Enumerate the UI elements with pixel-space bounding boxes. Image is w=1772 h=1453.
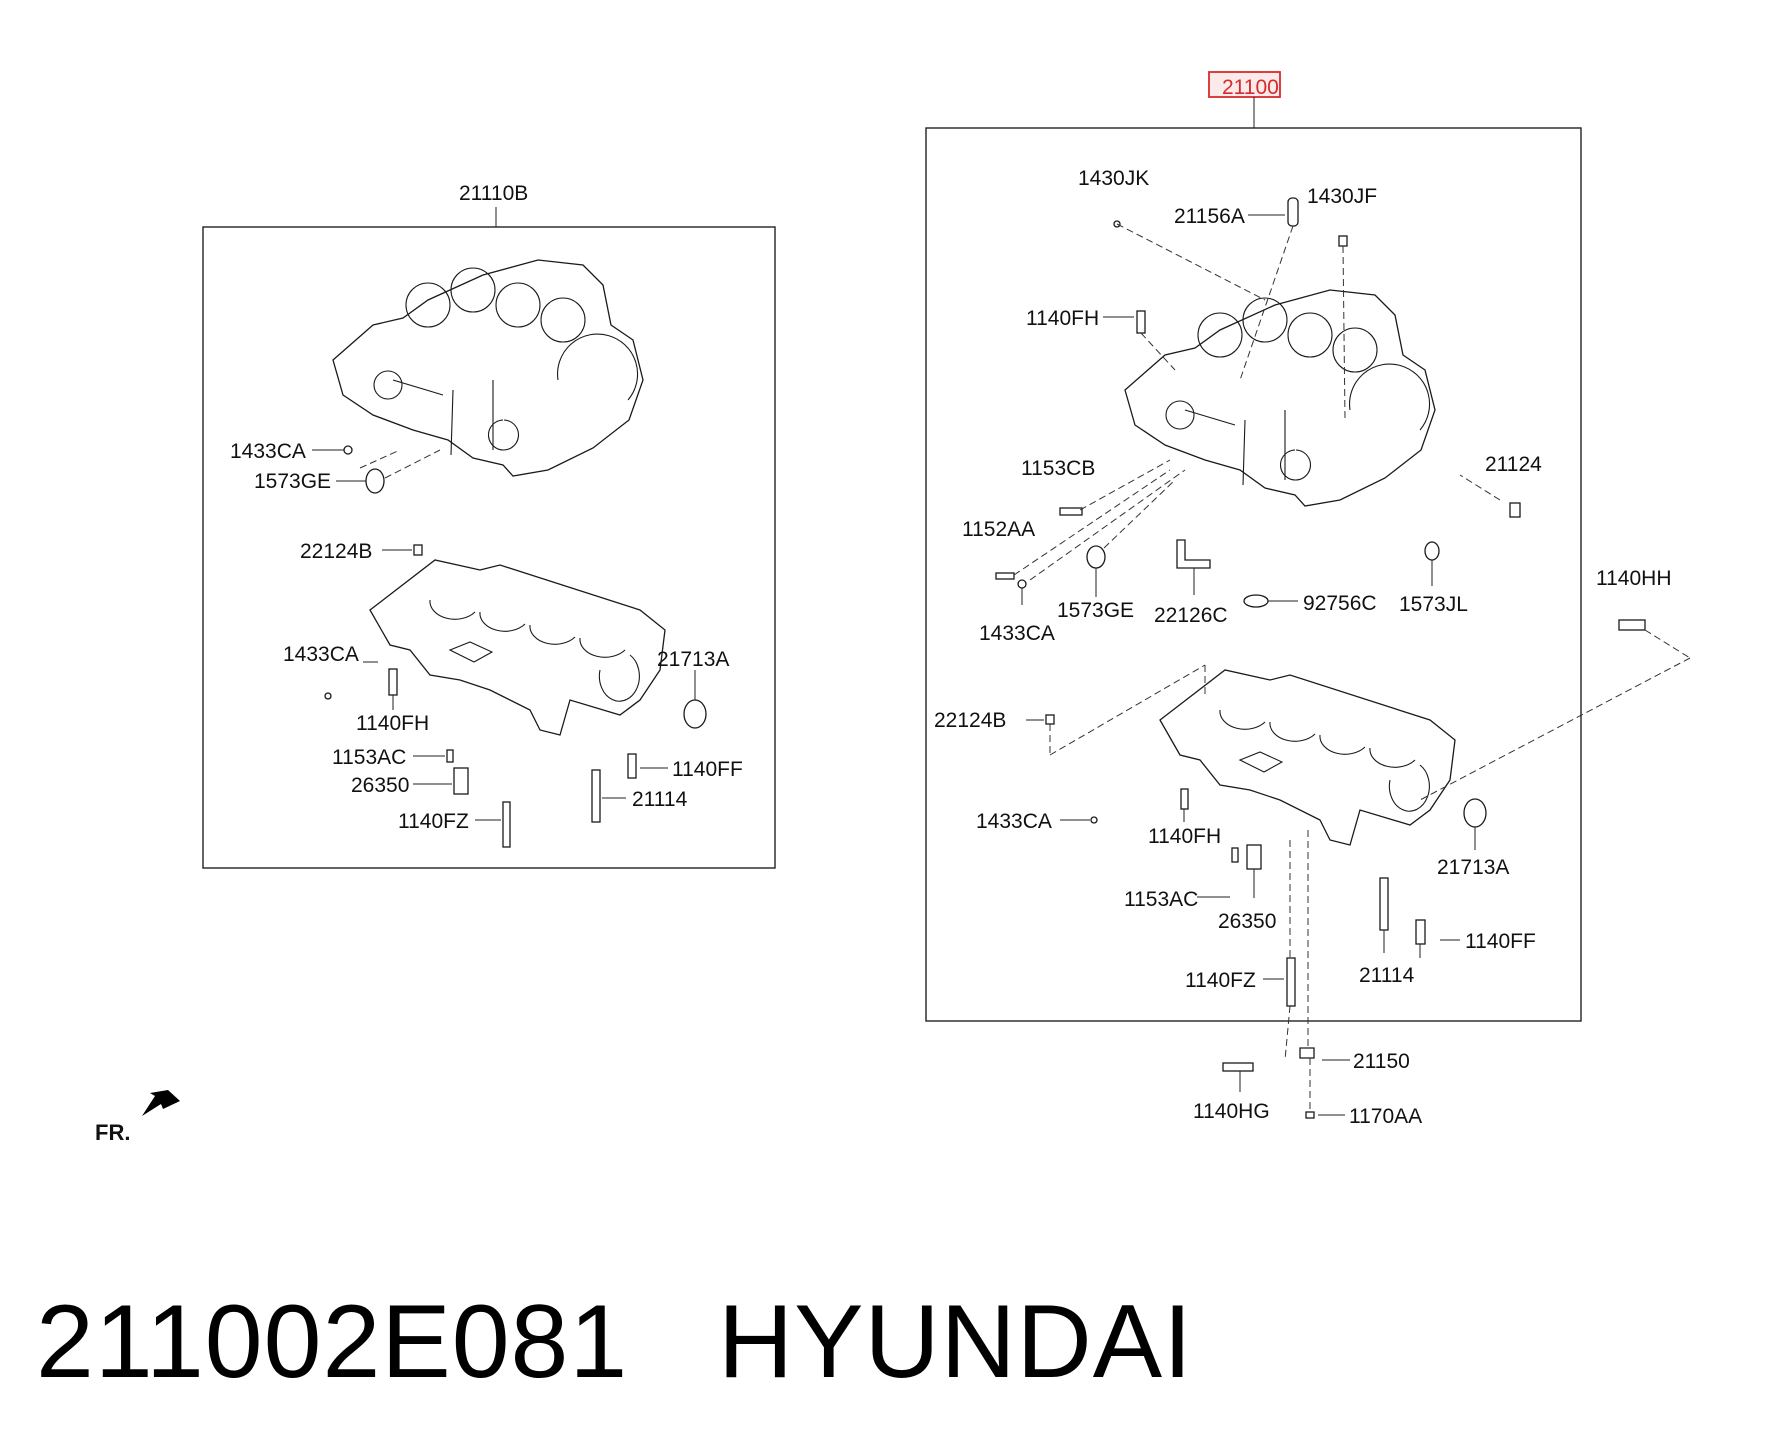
outside-label-21150: 21150 xyxy=(1353,1050,1410,1073)
right-label-1140FF: 1140FF xyxy=(1465,930,1536,953)
footer-part-number: 211002E081 xyxy=(36,1284,629,1400)
left-label-1140FF: 1140FF xyxy=(672,758,743,781)
left-label-1140FZ: 1140FZ xyxy=(398,810,469,833)
right-label-1140FH-top: 1140FH xyxy=(1026,307,1099,330)
right-label-21124: 21124 xyxy=(1485,453,1542,476)
left-label-26350: 26350 xyxy=(351,774,409,797)
right-label-21713A: 21713A xyxy=(1437,856,1509,879)
right-label-21114: 21114 xyxy=(1359,964,1415,987)
right-label-1153AC: 1153AC xyxy=(1124,888,1198,911)
right-label-1433CA-upper: 1433CA xyxy=(979,622,1055,645)
right-label-1430JF: 1430JF xyxy=(1307,185,1377,208)
right-label-1433CA-lower: 1433CA xyxy=(976,810,1052,833)
right-label-1152AA: 1152AA xyxy=(962,518,1035,541)
left-assembly-title: 21110B xyxy=(459,182,528,205)
front-arrow-icon xyxy=(142,1090,180,1116)
left-label-22124B: 22124B xyxy=(300,540,372,563)
right-label-92756C: 92756C xyxy=(1303,592,1377,615)
assembly-label: 21100 xyxy=(1222,76,1279,99)
right-label-26350: 26350 xyxy=(1218,910,1276,933)
right-label-22126C: 22126C xyxy=(1154,604,1228,627)
right-label-1140FZ: 1140FZ xyxy=(1185,969,1256,992)
right-leader-lines xyxy=(1013,214,1691,1116)
outside-label-1140HH: 1140HH xyxy=(1596,567,1672,590)
right-lower-case xyxy=(1159,669,1456,846)
left-label-21114: 21114 xyxy=(632,788,688,811)
left-label-1140FH: 1140FH xyxy=(356,712,429,735)
right-label-1573JL: 1573JL xyxy=(1399,593,1468,616)
right-label-22124B: 22124B xyxy=(934,709,1006,732)
left-leader-lines xyxy=(312,449,696,821)
right-label-1430JK: 1430JK xyxy=(1078,167,1149,190)
left-assembly-box xyxy=(202,226,776,869)
left-label-21713A: 21713A xyxy=(657,648,729,671)
right-label-1140FH-lower: 1140FH xyxy=(1148,825,1221,848)
right-label-21156A: 21156A xyxy=(1174,205,1245,228)
front-indicator: FR. xyxy=(95,1120,130,1145)
assembly-highlight-box xyxy=(1208,71,1281,98)
left-cylinder-block xyxy=(332,259,644,477)
left-label-1573GE: 1573GE xyxy=(254,470,331,493)
left-label-1433CA-mid: 1433CA xyxy=(283,643,359,666)
outside-label-1140HG: 1140HG xyxy=(1193,1100,1270,1123)
left-label-1153AC: 1153AC xyxy=(332,746,406,769)
left-label-1433CA-top: 1433CA xyxy=(230,440,306,463)
right-small-parts xyxy=(995,197,1646,1119)
right-label-1153CB: 1153CB xyxy=(1021,457,1095,480)
right-label-1573GE: 1573GE xyxy=(1057,599,1134,622)
right-cylinder-block xyxy=(1124,289,1436,507)
outside-label-1170AA: 1170AA xyxy=(1349,1105,1422,1128)
footer-brand: HYUNDAI xyxy=(718,1284,1194,1400)
left-lower-case xyxy=(369,559,666,736)
